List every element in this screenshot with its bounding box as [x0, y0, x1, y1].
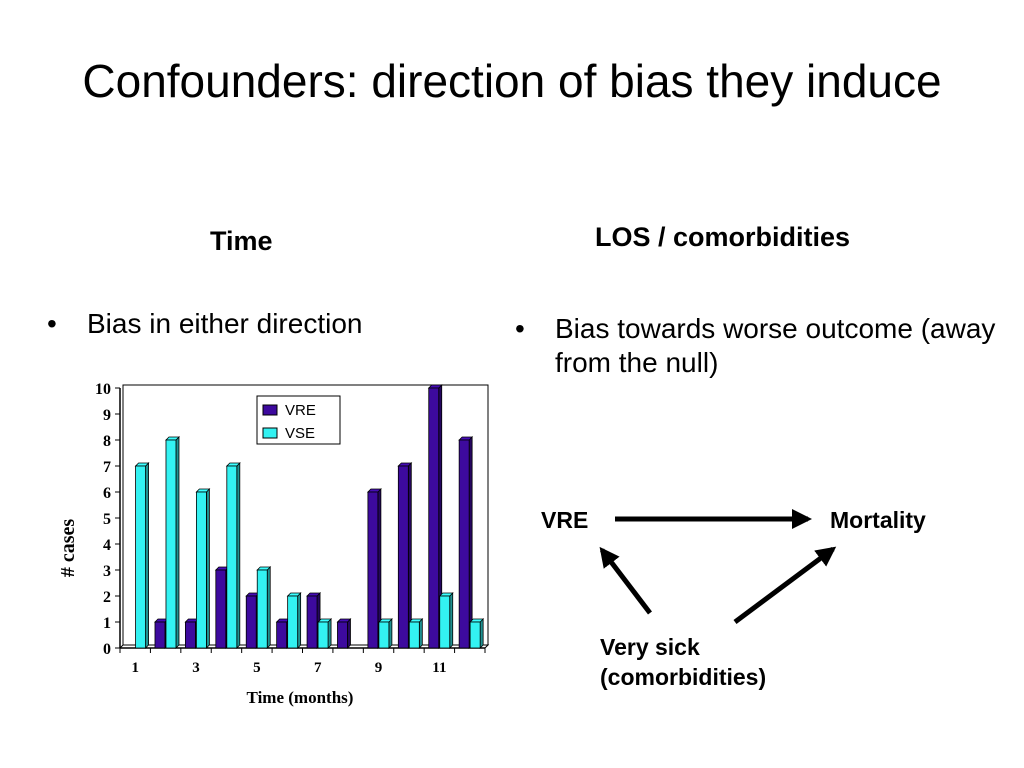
x-tick-label: 11	[432, 660, 446, 676]
bar-vse	[439, 595, 451, 649]
diagram-confounder-label: Very sick (comorbidities)	[600, 632, 766, 692]
arrow-confounder-to-outcome	[733, 546, 837, 625]
bar-vre	[184, 621, 196, 649]
bar-vre	[428, 387, 440, 649]
bar-vre	[337, 621, 348, 649]
x-axis-label: Time (months)	[247, 688, 354, 707]
diagram-exposure-label: VRE	[541, 507, 589, 533]
x-tick-label: 7	[314, 660, 322, 676]
bar-vse-side	[388, 618, 393, 649]
bar-vse	[469, 621, 481, 649]
legend-swatch-vre	[262, 404, 278, 416]
bar-vre	[245, 595, 257, 649]
right-column-heading: LOS / comorbidities	[595, 222, 851, 252]
x-tick-label: 1	[131, 660, 139, 676]
bullet-dot: •	[47, 308, 57, 339]
bar-vse	[135, 465, 146, 649]
bar-vse	[226, 465, 238, 649]
bar-vse-side	[418, 618, 423, 649]
bar-vse	[317, 621, 329, 649]
bar-vse-side	[297, 592, 302, 649]
chart-back-wall	[122, 384, 489, 646]
bar-vre	[367, 491, 379, 649]
confounder-line-1: Very sick	[600, 634, 700, 660]
y-tick-label: 10	[95, 381, 111, 398]
bullet-dot: •	[515, 313, 525, 344]
bar-vse	[287, 595, 299, 649]
left-bullet-text: Bias in either direction	[87, 308, 363, 339]
legend-swatch-vse	[262, 427, 278, 439]
bar-vse	[195, 491, 207, 649]
bar-vse	[256, 569, 268, 649]
bar-vse	[165, 439, 177, 649]
bar-vre-side	[468, 436, 473, 649]
legend-label-vre: VRE	[285, 402, 316, 419]
bar-vse-side	[327, 618, 332, 649]
y-tick-label: 6	[103, 485, 111, 502]
cases-bar-chart: 0 1 2 3 4 5 6 7 8 9 10 1 3 5 7 9 11 VRE VSE Time (months…	[57, 381, 490, 707]
bar-vse-side	[479, 618, 484, 649]
x-tick-label: 3	[192, 660, 200, 676]
x-tick-label: 9	[375, 660, 383, 676]
bar-vse-side	[175, 436, 180, 649]
confounder-line-2: (comorbidities)	[600, 664, 767, 690]
y-tick-label: 1	[103, 615, 111, 632]
bar-vre	[154, 621, 166, 649]
bar-vre	[306, 595, 318, 649]
bar-vse-side	[205, 488, 210, 649]
bar-vre-side	[347, 618, 351, 649]
y-axis-label: # cases	[57, 519, 79, 578]
x-tick-label: 5	[253, 660, 261, 676]
bar-vre	[276, 621, 288, 649]
y-tick-label: 7	[103, 459, 111, 476]
slide-title: Confounders: direction of bias they indu…	[82, 55, 942, 107]
right-bullet-text: Bias towards worse outcome (away from th…	[555, 313, 996, 378]
bar-vse-side	[236, 462, 241, 649]
y-tick-label: 5	[103, 511, 111, 528]
bar-vse	[378, 621, 390, 649]
left-column-heading: Time	[210, 226, 273, 256]
y-tick-label: 3	[103, 563, 111, 580]
y-tick-label: 8	[103, 433, 111, 450]
y-tick-label: 0	[103, 641, 111, 658]
bar-vse-side	[266, 566, 271, 649]
chart-legend: VRE VSE	[256, 395, 341, 445]
legend-label-vse: VSE	[285, 425, 315, 442]
bar-vse-side	[145, 462, 149, 649]
y-tick-label: 4	[103, 537, 111, 554]
y-tick-label: 9	[103, 407, 111, 424]
bar-vre	[397, 465, 409, 649]
bar-vse	[408, 621, 420, 649]
bar-vre	[215, 569, 227, 649]
bar-vre	[458, 439, 470, 649]
chart-plot-area: 0 1 2 3 4 5 6 7 8 9 10 1 3 5 7 9 11	[95, 381, 490, 676]
y-tick-label: 2	[103, 589, 111, 606]
bar-vse-side	[449, 592, 454, 649]
arrow-confounder-to-exposure	[599, 546, 652, 615]
diagram-outcome-label: Mortality	[830, 507, 926, 533]
